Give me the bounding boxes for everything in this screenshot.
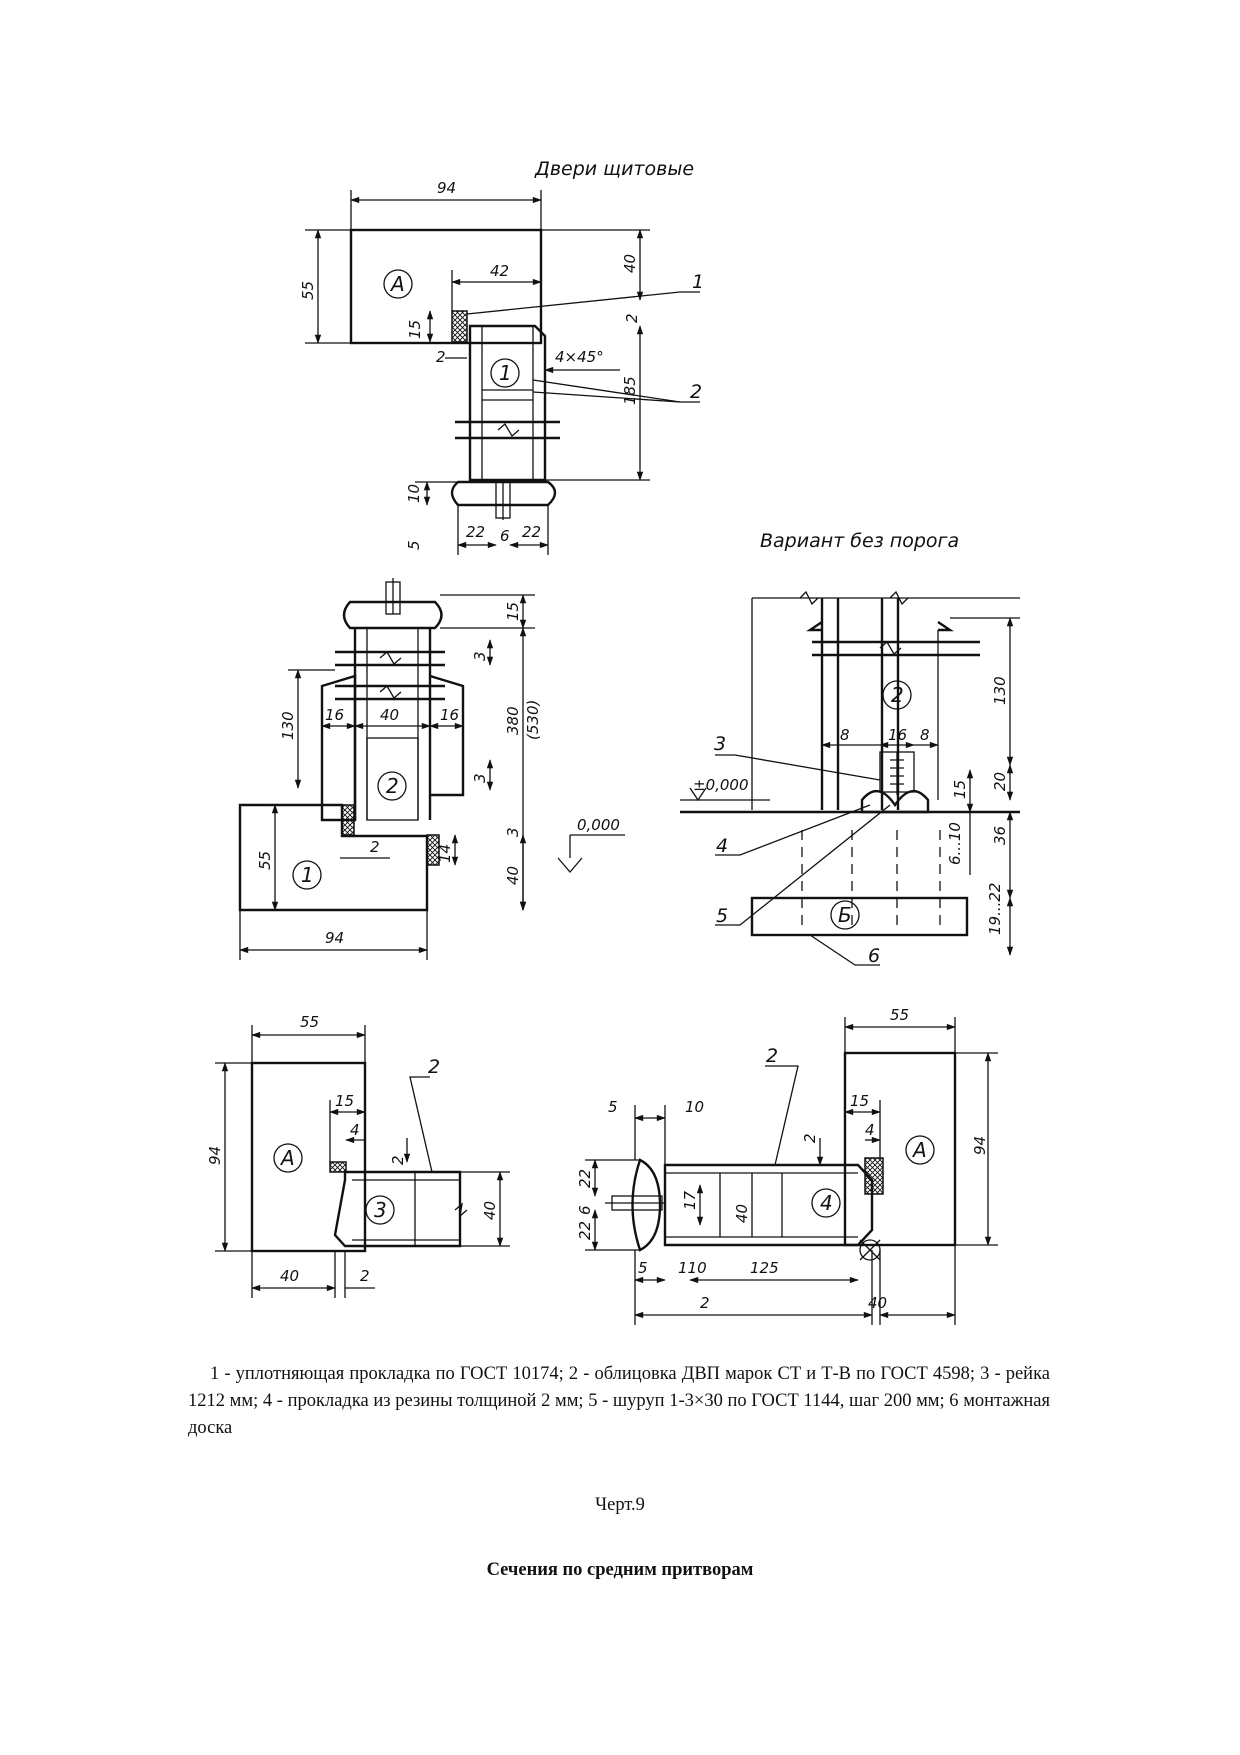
dim-22-top-right: 22 (522, 523, 541, 541)
dim-3-left-mid: 3 (471, 773, 489, 783)
dim-110-br: 125 (750, 1259, 779, 1277)
dim-6-10-right: 6...10 (946, 822, 964, 865)
callout-a-br: A (911, 1138, 927, 1162)
figure-caption: Черт.9 (595, 1495, 645, 1515)
dim-17-br: 17 (681, 1190, 699, 1210)
title-door-panel: Двери щитовые (534, 158, 694, 180)
dim-19-22-right: 19...22 (986, 883, 1004, 935)
dim-5-top: 5 (405, 540, 423, 550)
dim-40-left: 40 (504, 866, 522, 885)
bottom-right-section-view: A 4 55 94 15 4 2 (576, 1006, 998, 1325)
dim-6-br: 6 (576, 1205, 594, 1215)
dim-94-br: 94 (971, 1136, 989, 1155)
dim-16-left-b: 16 (440, 706, 459, 724)
dim-2-bl-top: 2 (389, 1155, 407, 1165)
dim-40-bl-right: 40 (481, 1201, 499, 1220)
leader-3-right: 3 (714, 733, 726, 755)
dim-40-top: 40 (621, 254, 639, 273)
technical-drawing: Двери щитовые Вариант без порога A 1 94 … (206, 158, 1020, 1325)
callout-2-left: 2 (386, 774, 399, 798)
dim-2-br-bottom: 40 (868, 1294, 887, 1312)
level-0: 0,000 (577, 816, 620, 834)
bottom-left-section-view: A 3 55 94 15 4 2 40 40 2 (206, 1013, 510, 1298)
dim-16-left-a: 16 (325, 706, 344, 724)
callout-a-top: A (389, 272, 405, 296)
dim-4-br: 4 (865, 1121, 875, 1139)
dim-14-left: 14 (436, 844, 454, 863)
top-section-view: A 1 94 55 40 42 15 2 (299, 179, 704, 555)
section-heading: Сечения по средним притворам (486, 1560, 754, 1580)
leader-2-top: 2 (690, 381, 702, 403)
dim-chamfer: 4×45° (555, 348, 604, 366)
dim-94-top: 94 (437, 179, 456, 197)
dim-16-right: 16 (888, 726, 907, 744)
dim-5-br-top: 5 (608, 1098, 618, 1116)
leader-2-bl: 2 (428, 1056, 440, 1078)
dim-4-bl: 4 (350, 1121, 360, 1139)
dim-530: (530) (524, 700, 542, 740)
dim-2-top-right: 2 (623, 313, 641, 323)
leader-1-top: 1 (692, 271, 704, 293)
leader-5-right: 5 (716, 905, 728, 927)
leader-4-right: 4 (716, 835, 728, 857)
dim-8-right-a: 8 (840, 726, 850, 744)
callout-1-left: 1 (301, 863, 314, 887)
dim-5-br-bottom: 110 (678, 1259, 707, 1277)
dim-94-left: 94 (325, 929, 344, 947)
dim-55-bl: 55 (300, 1013, 319, 1031)
dim-3-left-top: 3 (471, 651, 489, 661)
dim-55-top: 55 (299, 281, 317, 300)
dim-40-br: 40 (733, 1204, 751, 1223)
dim-3-left-low: 3 (504, 827, 522, 837)
dim-55-br: 55 (890, 1006, 909, 1024)
right-middle-section-view: 2 Б 130 8 16 8 ±0,000 20 15 36 (680, 590, 1020, 967)
dim-22-br-top: 22 (576, 1169, 594, 1188)
title-variant-no-threshold: Вариант без порога (760, 530, 959, 552)
dim-15-left: 15 (504, 602, 522, 621)
dim-10-br-top: 10 (685, 1098, 704, 1116)
dim-125-br: 2 (700, 1294, 710, 1312)
dim-130-left: 130 (279, 711, 297, 740)
left-middle-section-view: 2 1 15 3 16 40 16 130 380 (530) 3 3 55 2 (238, 578, 625, 960)
dim-20-right: 20 (991, 772, 1009, 791)
leader-6-right: 6 (868, 945, 880, 967)
dim-15-br-bottom: 5 (638, 1259, 648, 1277)
callout-a-bl: A (279, 1146, 295, 1170)
dim-15-br: 15 (850, 1092, 869, 1110)
callout-b-right: Б (838, 903, 852, 927)
callout-3-bl: 3 (374, 1198, 387, 1222)
dim-10-top: 10 (405, 484, 423, 503)
dim-15-bl: 15 (335, 1092, 354, 1110)
dim-185-top: 185 (621, 376, 639, 405)
dim-2-br: 2 (801, 1133, 819, 1143)
dim-2-top-left: 2 (436, 348, 446, 366)
dim-94-bl: 94 (206, 1146, 224, 1165)
dim-40-bl: 40 (280, 1267, 299, 1285)
level-pm0: ±0,000 (693, 776, 749, 794)
callout-1-top: 1 (499, 361, 512, 385)
dim-15-top: 15 (406, 320, 424, 339)
callout-4-br: 4 (820, 1191, 833, 1215)
drawing-legend: 1 - уплотняющая прокладка по ГОСТ 10174;… (188, 1364, 1050, 1438)
callout-2-right: 2 (891, 683, 904, 707)
dim-42-top: 42 (490, 262, 509, 280)
dim-36-right: 36 (991, 826, 1009, 845)
dim-22-br-bottom: 22 (576, 1221, 594, 1240)
dim-2-bl: 2 (360, 1267, 370, 1285)
dim-2-left: 2 (370, 838, 380, 856)
dim-55-left: 55 (256, 851, 274, 870)
dim-380: 380 (504, 706, 522, 735)
dim-40-left-mid: 40 (380, 706, 399, 724)
dim-15-right: 15 (951, 780, 969, 799)
leader-2-br: 2 (766, 1045, 778, 1067)
dim-130-right: 130 (991, 676, 1009, 705)
dim-22-top-left: 22 (466, 523, 485, 541)
dim-8-right-b: 8 (920, 726, 930, 744)
dim-6-top: 6 (500, 527, 510, 545)
